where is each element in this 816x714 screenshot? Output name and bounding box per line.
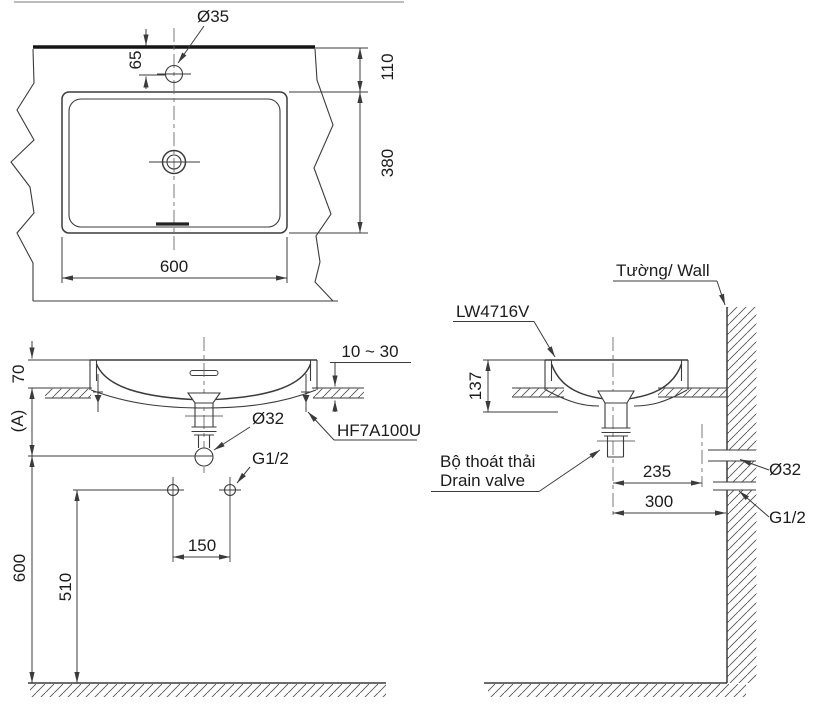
drain-dia-callout-front: Ø32	[213, 409, 284, 451]
right-break-line	[313, 48, 334, 302]
dim-label-510: 510	[56, 573, 75, 601]
dim-label-600-height: 600	[10, 554, 29, 582]
side-basin-walls	[544, 360, 689, 390]
basin-inner-rim	[68, 98, 281, 228]
side-view: 137 235 300 Tường/ Wall LW	[431, 261, 806, 697]
dim-label-235: 235	[643, 462, 671, 481]
dim-supply-height: 510	[56, 489, 168, 683]
model-callout: LW4716V	[453, 302, 556, 358]
dim-faucet-offset: 65	[126, 29, 166, 89]
side-drain-valve	[597, 390, 635, 458]
dim-label-a: (A)	[8, 410, 27, 433]
label-model: LW4716V	[456, 302, 530, 321]
side-floor-hatch	[488, 684, 746, 697]
label-supply-thread-front: G1/2	[252, 449, 289, 468]
front-counter-hatch-left	[45, 388, 91, 398]
dim-label-300: 300	[645, 492, 673, 511]
front-view: 70 (A) 600 510 150 Ø32	[8, 337, 421, 697]
wall-callout: Tường/ Wall	[613, 261, 726, 306]
dim-counter-thickness: 10 ~ 30	[330, 342, 411, 412]
front-counter-hatch-right	[313, 388, 364, 398]
dim-rim-to-edge: 110	[289, 47, 397, 93]
side-counter-lines	[512, 387, 727, 398]
label-fixing-kit: HF7A100U	[337, 421, 421, 440]
label-outlet-dia: Ø32	[769, 460, 801, 479]
dim-basin-width: 600	[61, 237, 288, 283]
label-drain-valve-vi: Bộ thoát thải	[440, 452, 535, 471]
dim-label-600-width: 600	[160, 257, 188, 276]
drain-valve-callout: Bộ thoát thải Drain valve	[431, 449, 601, 492]
dim-label-150: 150	[188, 536, 216, 555]
dim-label-70: 70	[9, 365, 28, 384]
side-counter-hatch-right	[658, 388, 727, 397]
waste-outlet-callout: Ø32	[739, 459, 801, 479]
waste-outlet-stub	[708, 449, 756, 462]
dim-drain-to-outlet: 235	[613, 424, 703, 487]
dim-label-380: 380	[378, 149, 397, 177]
front-floor-hatch	[30, 684, 386, 697]
side-counter-hatch-left	[512, 388, 564, 397]
dim-drain-height: 600	[10, 456, 35, 683]
wall-hatch-top	[727, 307, 757, 450]
dim-basin-height: 137	[466, 359, 558, 413]
plan-view: 65 Ø35 110 380 600	[10, 1, 404, 302]
dim-ref-a: (A)	[8, 388, 35, 456]
dim-basin-depth: 380	[289, 92, 397, 234]
dim-label-65: 65	[126, 51, 145, 70]
faucet-hole-callout: Ø35	[177, 7, 229, 64]
front-counter-lines	[28, 387, 364, 399]
dim-rim-above-counter: 70	[9, 341, 35, 384]
front-basin-walls	[89, 360, 318, 390]
left-break-line	[10, 48, 35, 301]
front-drain-valve	[185, 392, 223, 467]
supply-holes	[162, 477, 241, 562]
supply-thread-callout-front: G1/2	[236, 449, 289, 484]
fixing-kit-callout: HF7A100U	[307, 411, 421, 441]
wall-hatch-bottom	[727, 490, 757, 683]
supply-outlet-stub	[713, 481, 756, 491]
wall-hatch-mid	[727, 461, 757, 482]
label-faucet-dia: Ø35	[197, 7, 229, 26]
label-supply-thread-side: G1/2	[769, 508, 806, 527]
label-drain-valve-en: Drain valve	[440, 471, 525, 490]
dim-faucet-pitch: 150	[173, 536, 230, 560]
dim-label-10-30: 10 ~ 30	[341, 342, 398, 361]
label-wall: Tường/ Wall	[616, 261, 710, 280]
supply-outlet-callout: G1/2	[738, 490, 806, 527]
fixing-clamp-left	[93, 374, 103, 412]
wall	[708, 307, 757, 683]
label-drain-dia-front: Ø32	[252, 409, 284, 428]
fixing-clamp-right	[301, 374, 311, 412]
basin-outer-rim	[61, 91, 288, 234]
dim-label-110: 110	[378, 53, 397, 80]
front-drain-tip	[194, 447, 214, 467]
dim-drain-to-wall: 300	[613, 492, 726, 516]
dim-label-137: 137	[466, 372, 485, 400]
